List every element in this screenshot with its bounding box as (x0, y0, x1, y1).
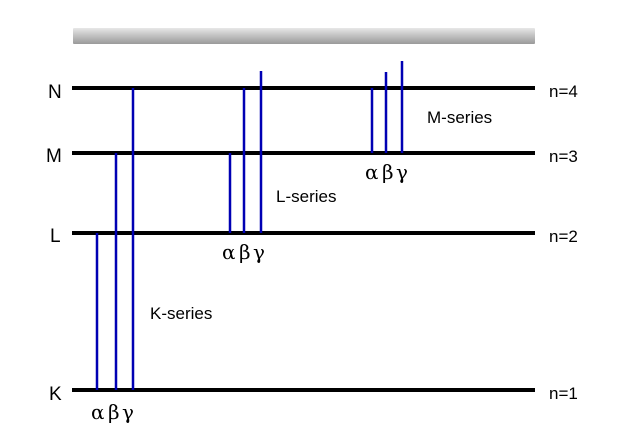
top-gradient-bar (73, 28, 535, 44)
n-label-3: n=3 (549, 147, 578, 166)
l-gamma-letter: γ (253, 240, 265, 264)
m-beta-letter: β (382, 160, 394, 184)
n-label-2: n=2 (549, 227, 578, 246)
k-gamma-letter: γ (122, 400, 134, 424)
l-series-label: L-series (276, 187, 336, 206)
m-series-label: M-series (427, 108, 492, 127)
shell-label-l: L (50, 226, 61, 247)
k-alpha-letter: α (91, 400, 105, 424)
shell-label-n: N (48, 82, 62, 103)
shell-label-m: M (46, 146, 62, 167)
k-beta-letter: β (108, 400, 120, 424)
n-label-4: n=4 (549, 82, 578, 101)
shell-label-k: K (49, 384, 62, 405)
l-beta-letter: β (239, 240, 251, 264)
m-alpha-letter: α (365, 160, 379, 184)
m-gamma-letter: γ (396, 160, 408, 184)
n-label-1: n=1 (549, 384, 578, 403)
l-alpha-letter: α (222, 240, 236, 264)
k-series-label: K-series (150, 304, 212, 323)
